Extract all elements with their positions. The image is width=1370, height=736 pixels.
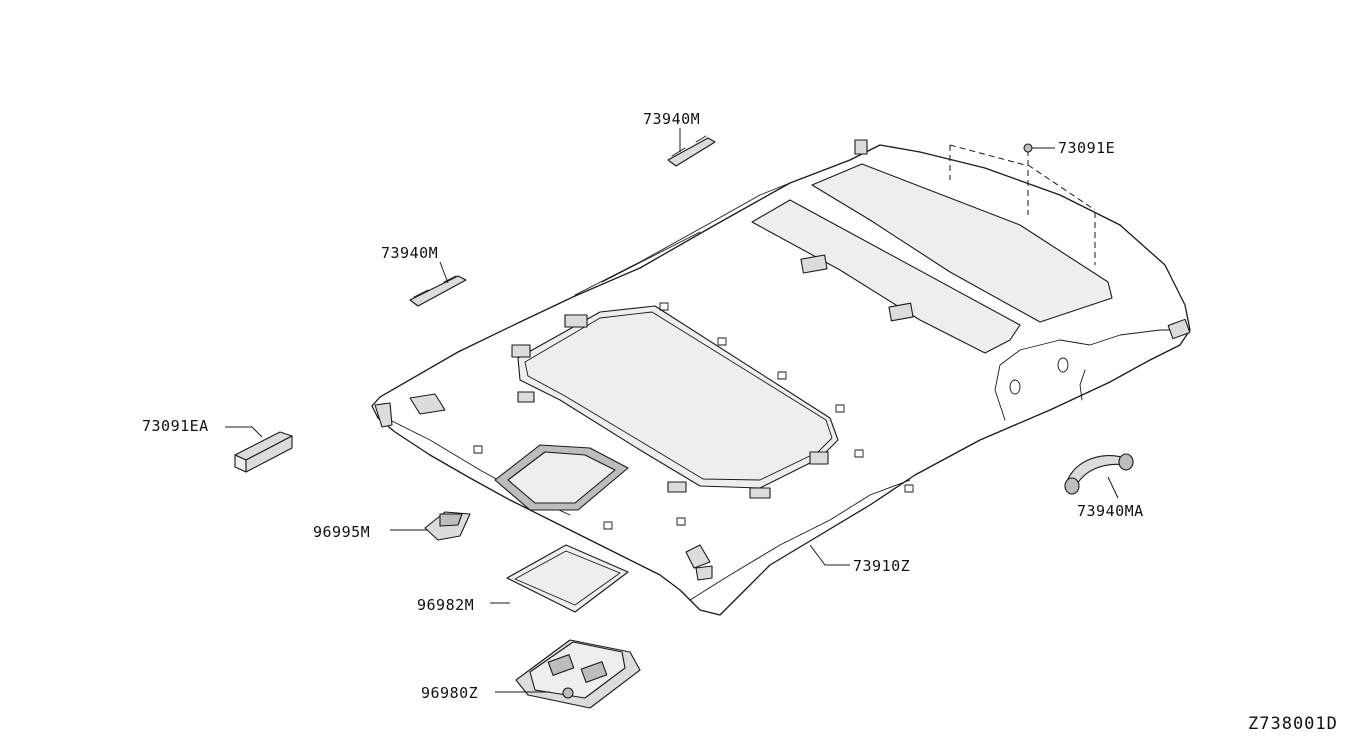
- part-label: 73940M: [643, 110, 700, 128]
- assist-grip-73940MA[interactable]: [1064, 453, 1134, 499]
- part-label: 73940MA: [1077, 502, 1144, 520]
- headliner-part[interactable]: [371, 139, 1191, 616]
- part-label: 73091E: [1058, 139, 1115, 157]
- headliner-leader: [809, 544, 850, 566]
- pad-73091EA[interactable]: [225, 426, 293, 473]
- map-lamp-96980Z[interactable]: [495, 639, 641, 709]
- part-label: 96982M: [417, 596, 474, 614]
- finisher-96982M[interactable]: [490, 544, 629, 613]
- clip-73091E[interactable]: [1023, 143, 1055, 153]
- part-label: 96980Z: [421, 684, 478, 702]
- part-label: 73910Z: [853, 557, 910, 575]
- switch-96995M[interactable]: [390, 511, 471, 541]
- assist-grip-upper[interactable]: [667, 128, 716, 167]
- drawing-code: Z738001D: [1248, 714, 1338, 734]
- part-label: 96995M: [313, 523, 370, 541]
- assist-grip-lower[interactable]: [409, 261, 467, 307]
- part-label: 73940M: [381, 244, 438, 262]
- part-label: 73091EA: [142, 417, 209, 435]
